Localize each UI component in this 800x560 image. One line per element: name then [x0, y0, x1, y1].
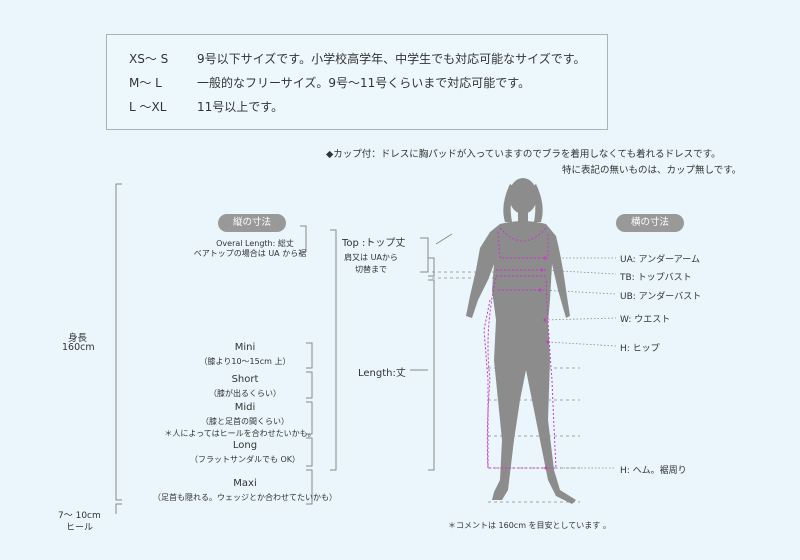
length-mini-note: （膝より10〜15cm 上） — [199, 357, 291, 366]
size-description: 11号以上です。 — [197, 100, 284, 114]
label-hem: H: ヘム。裾周り — [620, 466, 687, 476]
length-long-name: Long — [232, 440, 258, 451]
length-short-note: （膝が出るくらい） — [209, 389, 281, 398]
length-short-name: Short — [231, 374, 259, 385]
height-label: 身長 — [68, 333, 88, 344]
cup-note-line2: 特に表記の無いものは、カップ無しです。 — [562, 165, 742, 176]
size-description: 9号以下サイズです。小学校高学年、中学生でも対応可能なサイズです。 — [197, 52, 586, 66]
size-guide-box: XS〜 S 9号以下サイズです。小学校高学年、中学生でも対応可能なサイズです。 … — [106, 34, 608, 130]
label-under-arm: UA: アンダーアーム — [620, 255, 700, 265]
length-mini-name: Mini — [234, 342, 256, 353]
size-code: L 〜XL — [129, 100, 167, 114]
length-label: Length:丈 — [358, 368, 406, 379]
figure-silhouette — [466, 178, 576, 504]
top-length-note-2: 切替まで — [355, 265, 387, 274]
top-length-note-1: 肩又は UAから — [344, 253, 398, 262]
overall-length-label: Overal Length: 総丈 — [216, 239, 294, 248]
dress-outline — [483, 227, 557, 469]
length-midi-note-2: ＊人によってはヒールを合わせたいかも。 — [164, 429, 316, 438]
size-description: 一般的なフリーサイズ。9号〜11号くらいまで対応可能です。 — [197, 76, 531, 90]
label-waist: W: ウエスト — [620, 315, 671, 325]
label-top-bust: TB: トップバスト — [620, 273, 692, 283]
heel-height-value: 7〜 10cm — [58, 511, 101, 521]
horizontal-measure-title: 横の寸法 — [616, 214, 684, 232]
heel-label: ヒール — [66, 523, 94, 533]
label-hip: H: ヒップ — [620, 344, 660, 354]
size-code: XS〜 S — [129, 52, 169, 66]
length-maxi-name: Maxi — [233, 478, 257, 489]
vertical-measure-title: 縦の寸法 — [218, 214, 286, 232]
length-midi-name: Midi — [234, 402, 256, 413]
length-long-note: （フラットサンダルでも OK） — [189, 455, 301, 464]
top-length-label: Top :トップ丈 — [342, 238, 406, 249]
cup-note-line1: ◆カップ付：ドレスに胸パッドが入っていますのでブラを着用しなくても着れるドレスで… — [326, 149, 721, 160]
overall-length-note: ベアトップの場合は UA から裾 — [193, 249, 307, 258]
length-midi-note: （膝と足首の間くらい） — [201, 417, 289, 426]
footer-note: ＊コメントは 160cm を目安としています 。 — [448, 521, 611, 530]
height-value: 160cm — [62, 342, 95, 353]
size-code: M〜 L — [129, 76, 162, 90]
length-maxi-note: （足首も隠れる。ウェッジとか合わせてたいかも） — [153, 493, 337, 502]
label-under-bust: UB: アンダーバスト — [620, 292, 702, 302]
